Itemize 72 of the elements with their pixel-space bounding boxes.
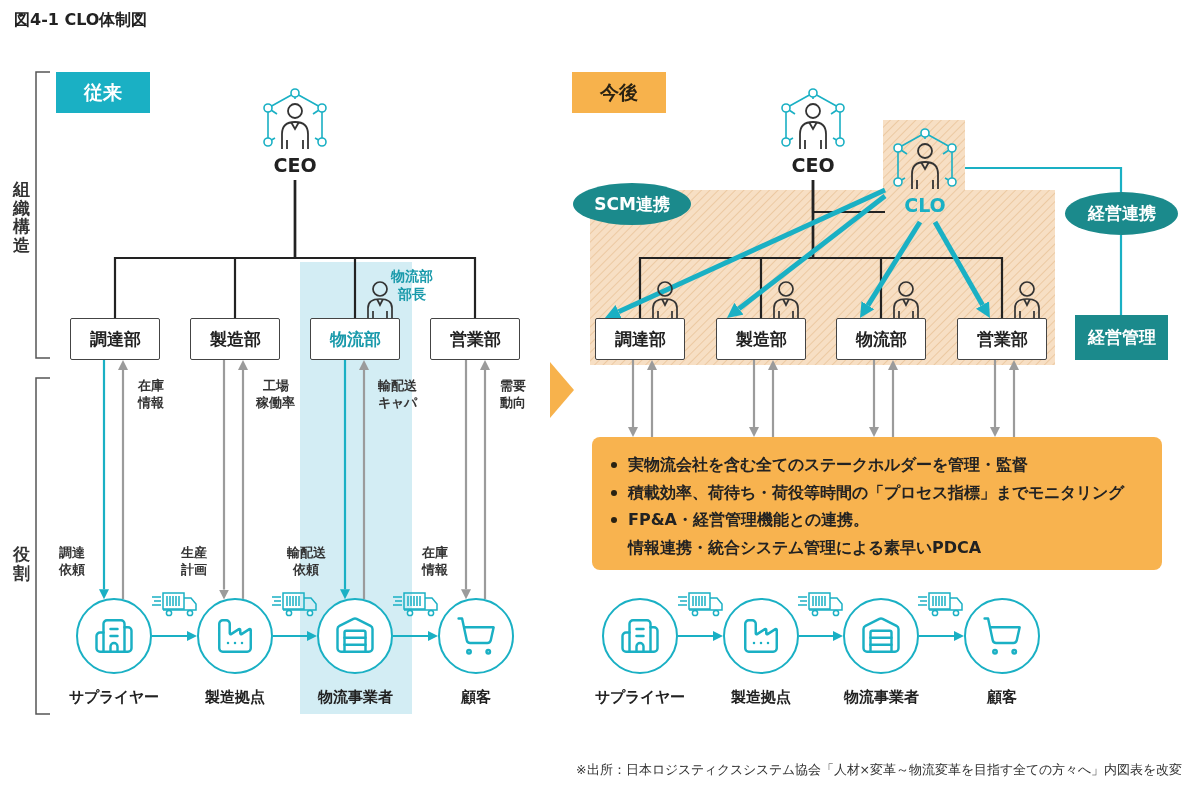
arrow xyxy=(238,360,248,599)
department-box: 物流部 xyxy=(310,318,400,360)
diagram-title: 図4-1 CLO体制図 xyxy=(14,10,148,31)
arrow xyxy=(359,360,369,600)
note-line: 積載効率、荷待ち・荷役等時間の「プロセス指標」までモニタリング xyxy=(608,478,1146,506)
arrow xyxy=(768,360,778,437)
section-label: 役割 xyxy=(13,545,30,583)
edge-label: 在庫情報 xyxy=(421,545,449,579)
department-box: 物流部 xyxy=(836,318,926,360)
notes-panel xyxy=(592,437,1162,570)
arrow xyxy=(888,360,898,437)
connector-line xyxy=(965,166,1123,192)
collaboration-ellipse: 経営連携 xyxy=(1065,192,1178,235)
department-box: 調達部 xyxy=(595,318,685,360)
note-line: 情報連携・統合システム管理による素早いPDCA xyxy=(626,536,983,559)
edge-label: 生産計画 xyxy=(180,545,208,579)
department-box: 調達部 xyxy=(70,318,160,360)
edge-label: 需要動向 xyxy=(499,378,527,412)
department-box: 営業部 xyxy=(957,318,1047,360)
edge-label: 輸配送キャパ xyxy=(377,378,418,412)
arrow xyxy=(932,220,990,318)
arrow xyxy=(152,631,197,641)
role-label: 物流事業者 xyxy=(317,688,393,707)
edge-label: 工場稼働率 xyxy=(256,378,296,412)
arrow xyxy=(869,360,879,437)
arrow xyxy=(628,360,638,437)
arrow xyxy=(799,631,843,641)
section-tag: 従来 xyxy=(56,72,150,113)
arrow xyxy=(273,631,317,641)
role-title: CEO xyxy=(273,154,317,176)
department-box: 製造部 xyxy=(190,318,280,360)
arrow xyxy=(919,631,964,641)
arrow xyxy=(99,360,109,600)
role-label: 製造拠点 xyxy=(205,688,265,707)
department-box: 営業部 xyxy=(430,318,520,360)
connector-line xyxy=(811,180,1004,318)
source-note: ※出所：日本ロジスティクスシステム協会「人材×変革～物流変革を目指す全ての方々へ」内図表を改変 xyxy=(576,762,1182,779)
department-box: 製造部 xyxy=(716,318,806,360)
role-caption: 物流部部長 xyxy=(390,268,434,303)
arrow xyxy=(461,360,471,600)
arrow xyxy=(1009,360,1019,437)
arrow xyxy=(749,360,759,437)
section-label: 組織構造 xyxy=(13,180,30,255)
arrow xyxy=(647,360,657,437)
connector-line xyxy=(293,180,477,318)
role-label: 製造拠点 xyxy=(731,688,791,707)
arrow xyxy=(604,187,887,319)
role-label: 顧客 xyxy=(461,688,491,707)
arrow xyxy=(219,360,229,600)
edge-label: 在庫情報 xyxy=(137,378,165,412)
arrow xyxy=(393,631,438,641)
role-label: 顧客 xyxy=(987,688,1017,707)
collaboration-ellipse: SCM連携 xyxy=(573,183,691,225)
connector-line xyxy=(1119,235,1123,315)
arrow xyxy=(480,360,490,600)
arrow xyxy=(340,360,350,600)
arrow xyxy=(727,194,887,318)
role-label: サプライヤー xyxy=(69,688,159,707)
role-label: サプライヤー xyxy=(595,688,685,707)
edge-label: 調達依頼 xyxy=(58,545,86,579)
role-label: 物流事業者 xyxy=(843,688,919,707)
management-box: 経営管理 xyxy=(1075,315,1168,360)
arrow xyxy=(859,220,923,318)
arrow xyxy=(118,360,128,600)
note-line: FP&A・経営管理機能との連携。 xyxy=(608,506,1146,534)
section-tag: 今後 xyxy=(572,72,666,113)
role-title: CLO xyxy=(904,194,946,216)
edge-label: 輸配送依頼 xyxy=(286,545,327,579)
arrow xyxy=(990,360,1000,437)
note-line: 実物流会社を含む全てのステークホルダーを管理・監督 xyxy=(608,451,1146,479)
role-title: CEO xyxy=(791,154,835,176)
arrow xyxy=(678,631,723,641)
